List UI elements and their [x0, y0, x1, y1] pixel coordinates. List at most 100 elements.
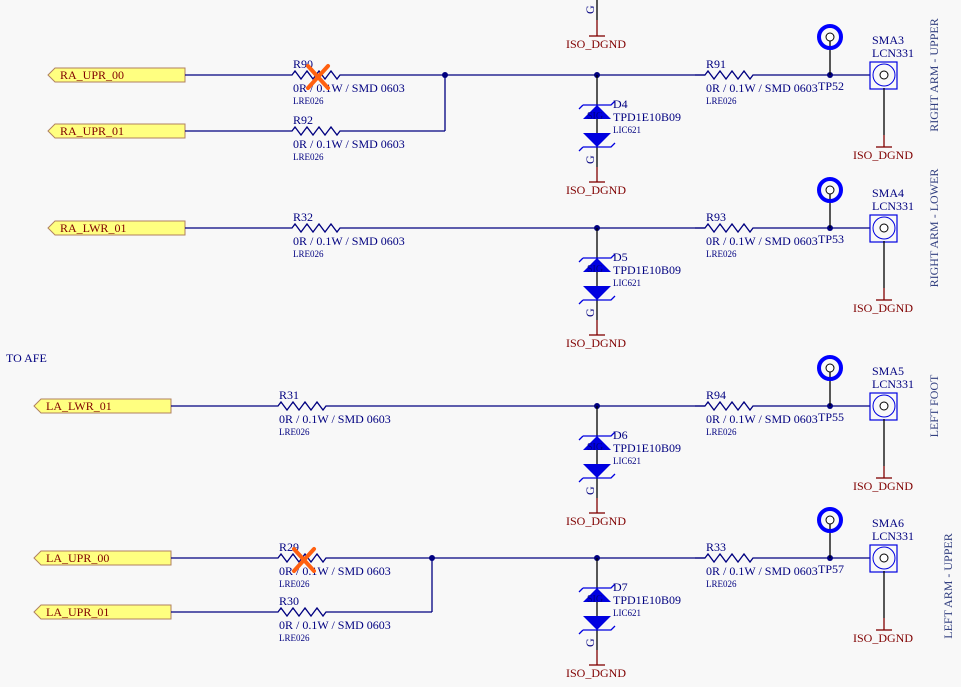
- resistor-symbol: [695, 400, 755, 412]
- sma-ref: SMA4: [872, 186, 904, 200]
- ground-net-label: ISO_DGND: [566, 183, 626, 197]
- resistor-symbol: [268, 606, 328, 618]
- sma-pin: [879, 223, 889, 233]
- diode-code: LIC621: [613, 278, 641, 288]
- diode-bar: [578, 583, 616, 635]
- resistor-symbol: [695, 222, 755, 234]
- test-point-label: TP52: [818, 79, 844, 93]
- diode-code: LIC621: [613, 456, 641, 466]
- resistor-code: LRE026: [279, 427, 310, 437]
- ground-net-label: ISO_DGND: [853, 148, 913, 162]
- pin-label: G: [583, 155, 597, 164]
- diode-ref: D4: [613, 97, 628, 111]
- sma-pin: [879, 70, 889, 80]
- port-label: RA_UPR_01: [60, 124, 124, 138]
- ground-net-label: ISO_DGND: [566, 514, 626, 528]
- resistor-symbol: [695, 552, 755, 564]
- resistor-value: 0R / 0.1W / SMD 0603: [706, 234, 818, 248]
- sma-part: LCN331: [872, 46, 914, 60]
- ground-net-label: ISO_DGND: [853, 479, 913, 493]
- diode-bar: [578, 431, 616, 483]
- diode-bar: [578, 100, 616, 152]
- test-point-label: TP53: [818, 232, 844, 246]
- resistor-symbol: [695, 69, 755, 81]
- resistor-ref: R33: [706, 540, 726, 554]
- resistor-ref: R93: [706, 210, 726, 224]
- resistor-code: LRE026: [706, 427, 737, 437]
- test-point-icon: [817, 177, 843, 203]
- resistor-ref: R32: [293, 210, 313, 224]
- test-point-pad: [825, 515, 835, 525]
- test-point-label: TP55: [818, 410, 844, 424]
- sma-pin: [879, 401, 889, 411]
- ground-net-label: ISO_DGND: [566, 37, 626, 51]
- tvs-diode-icon: [583, 105, 611, 147]
- diode-part: TPD1E10B09: [613, 110, 681, 124]
- test-point-pad: [825, 32, 835, 42]
- channel-label: LEFT ARM - UPPER: [941, 533, 955, 638]
- pin-label: G: [583, 486, 597, 495]
- ground-net-label: ISO_DGND: [853, 301, 913, 315]
- resistor-code: LRE026: [706, 96, 737, 106]
- pin-label: SIG: [587, 264, 603, 275]
- resistor-ref: R30: [279, 594, 299, 608]
- diode-code: LIC621: [613, 608, 641, 618]
- resistor-symbol: [268, 400, 328, 412]
- resistor-value: 0R / 0.1W / SMD 0603: [706, 412, 818, 426]
- resistor-ref: R91: [706, 57, 726, 71]
- resistor-value: 0R / 0.1W / SMD 0603: [293, 234, 405, 248]
- dnp-cross-icon: [292, 547, 316, 573]
- pin-label: G: [583, 308, 597, 317]
- test-point-pad: [825, 363, 835, 373]
- resistor-ref: R31: [279, 388, 299, 402]
- port-label: RA_UPR_00: [60, 68, 124, 82]
- resistor-code: LRE026: [293, 249, 324, 259]
- pin-label: SIG: [587, 442, 603, 453]
- port-label: RA_LWR_01: [60, 221, 126, 235]
- resistor-ref: R94: [706, 388, 726, 402]
- pin-label: SIG: [587, 111, 603, 122]
- diode-ref: D6: [613, 428, 628, 442]
- resistor-code: LRE026: [706, 579, 737, 589]
- resistor-value: 0R / 0.1W / SMD 0603: [279, 564, 391, 578]
- resistor-value: 0R / 0.1W / SMD 0603: [293, 137, 405, 151]
- diode-ref: D7: [613, 580, 628, 594]
- sma-ref: SMA3: [872, 33, 904, 47]
- sma-part: LCN331: [872, 529, 914, 543]
- pin-label: G: [583, 638, 597, 647]
- test-point-icon: [817, 24, 843, 50]
- test-point-label: TP57: [818, 562, 844, 576]
- test-point-icon: [817, 507, 843, 533]
- diode-part: TPD1E10B09: [613, 593, 681, 607]
- port-label: LA_LWR_01: [46, 399, 112, 413]
- sma-ring: [872, 63, 896, 87]
- channel-label: LEFT FOOT: [927, 374, 941, 437]
- resistor-symbol: [282, 222, 342, 234]
- sma-ring: [872, 394, 896, 418]
- sma-part: LCN331: [872, 199, 914, 213]
- to-afe-label: TO AFE: [6, 351, 47, 365]
- resistor-code: LRE026: [279, 579, 310, 589]
- resistor-code: LRE026: [279, 633, 310, 643]
- diode-code: LIC621: [613, 125, 641, 135]
- channel-label: RIGHT ARM - UPPER: [927, 18, 941, 131]
- pin-label: G: [583, 5, 597, 14]
- top-ground-stub: G ISO_DGND: [566, 0, 626, 51]
- resistor-value: 0R / 0.1W / SMD 0603: [706, 81, 818, 95]
- diode-part: TPD1E10B09: [613, 441, 681, 455]
- dnp-cross-icon: [306, 64, 330, 90]
- channel-label: RIGHT ARM - LOWER: [927, 169, 941, 288]
- sma-ref: SMA5: [872, 364, 904, 378]
- port-label: LA_UPR_00: [46, 551, 109, 565]
- sma-part: LCN331: [872, 377, 914, 391]
- resistor-code: LRE026: [706, 249, 737, 259]
- ground-net-label: ISO_DGND: [566, 666, 626, 680]
- ground-net-label: ISO_DGND: [566, 336, 626, 350]
- sma-ref: SMA6: [872, 516, 904, 530]
- ground-net-label: ISO_DGND: [853, 631, 913, 645]
- resistor-value: 0R / 0.1W / SMD 0603: [706, 564, 818, 578]
- resistor-code: LRE026: [293, 96, 324, 106]
